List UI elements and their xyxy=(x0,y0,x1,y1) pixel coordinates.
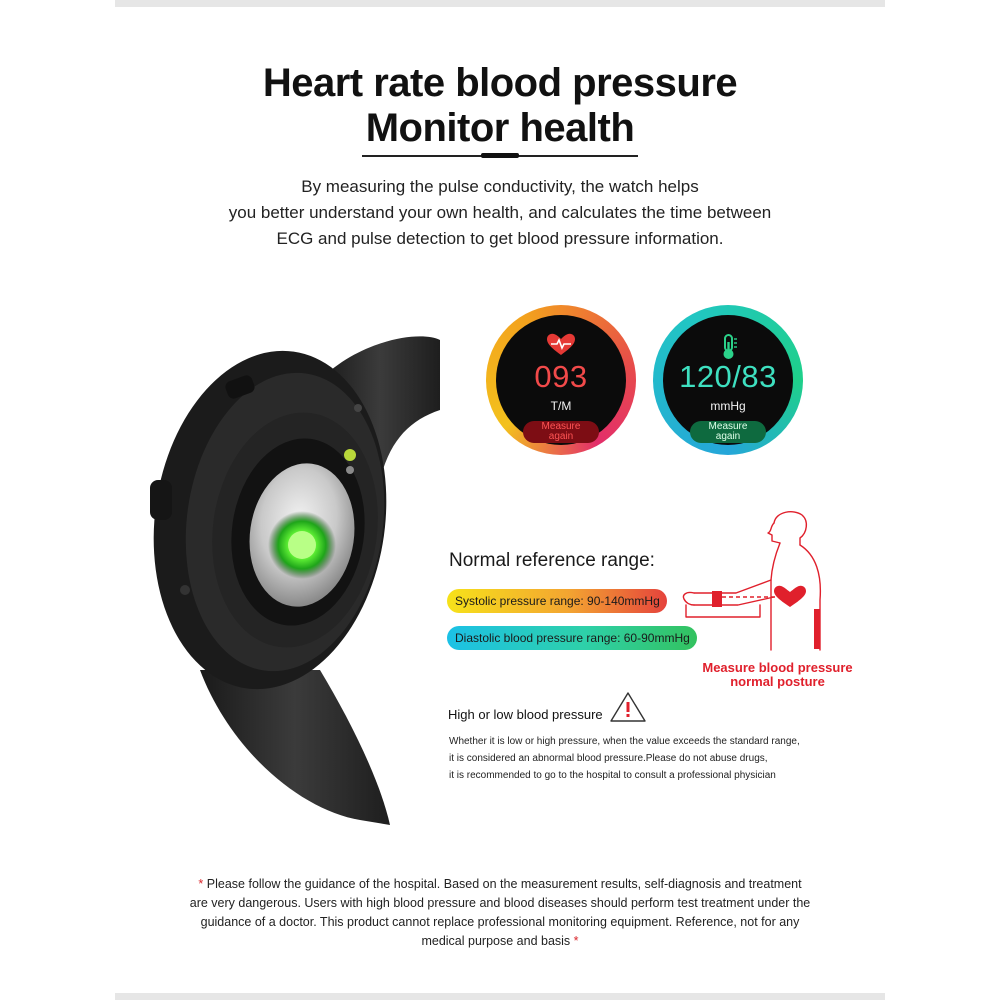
footnote-line2: are very dangerous. Users with high bloo… xyxy=(189,896,811,910)
warning-text-line3: it is recommended to go to the hospital … xyxy=(449,770,776,781)
warning-text-line2: it is considered an abnormal blood press… xyxy=(449,753,768,764)
blood-pressure-dial-face: 120/83 mmHg Measure again xyxy=(663,315,793,445)
warning-title: High or low blood pressure xyxy=(448,707,603,722)
diastolic-range-pill: Diastolic blood pressure range: 60-90mmH… xyxy=(447,626,697,650)
measure-button-label-line1: Measure xyxy=(708,421,748,432)
posture-caption-line1: Measure blood pressure xyxy=(702,660,853,675)
title-underline-accent xyxy=(481,153,519,158)
footnote-line1: * Please follow the guidance of the hosp… xyxy=(150,875,850,894)
watch-band-top xyxy=(320,336,440,480)
watch-band-bottom xyxy=(200,670,390,825)
footnote-line4: medical purpose and basis * xyxy=(150,932,850,951)
smartwatch-back-image xyxy=(150,336,440,825)
footnote-line3: guidance of a doctor. This product canno… xyxy=(200,915,800,929)
heart-rate-measure-again-button[interactable]: Measure again xyxy=(523,421,599,443)
blood-pressure-value: 120/83 xyxy=(679,359,777,394)
page-title-line2: Monitor health xyxy=(365,106,635,150)
footnote-text-line1: Please follow the guidance of the hospit… xyxy=(206,877,802,891)
heart-rate-dial: 093 T/M Measure again xyxy=(486,305,636,455)
subtitle-line1: By measuring the pulse conductivity, the… xyxy=(301,177,699,196)
footnote-star-end: * xyxy=(573,934,579,948)
subtitle-line3: ECG and pulse detection to get blood pre… xyxy=(276,229,724,248)
heart-rate-unit: T/M xyxy=(550,399,572,413)
arm-measure-posture-icon xyxy=(682,511,822,651)
warning-text-line1: Whether it is low or high pressure, when… xyxy=(449,736,800,747)
footnote-text-line4: medical purpose and basis xyxy=(421,934,571,948)
heart-rate-dial-face: 093 T/M Measure again xyxy=(496,315,626,445)
systolic-range-pill: Systolic pressure range: 90-140mmHg xyxy=(447,589,667,613)
heart-rate-value: 093 xyxy=(534,359,588,394)
thermometer-icon xyxy=(723,334,737,359)
measure-button-label-line1: Measure xyxy=(541,421,581,432)
bottom-divider-bar xyxy=(115,993,885,1000)
measure-button-label-line2: again xyxy=(715,431,741,442)
warning-triangle-icon xyxy=(610,692,646,722)
blood-pressure-measure-again-button[interactable]: Measure again xyxy=(690,421,766,443)
footnote-star: * xyxy=(198,877,204,891)
top-divider-bar xyxy=(115,0,885,7)
blood-pressure-dial: 120/83 mmHg Measure again xyxy=(653,305,803,455)
subtitle-line2: you better understand your own health, a… xyxy=(228,203,772,222)
posture-caption-line2: normal posture xyxy=(730,674,825,689)
page-title-line1: Heart rate blood pressure xyxy=(262,61,738,105)
measure-button-label-line2: again xyxy=(548,431,574,442)
heart-pulse-icon xyxy=(547,333,575,355)
reference-range-title: Normal reference range: xyxy=(449,550,655,571)
blood-pressure-unit: mmHg xyxy=(710,399,746,413)
